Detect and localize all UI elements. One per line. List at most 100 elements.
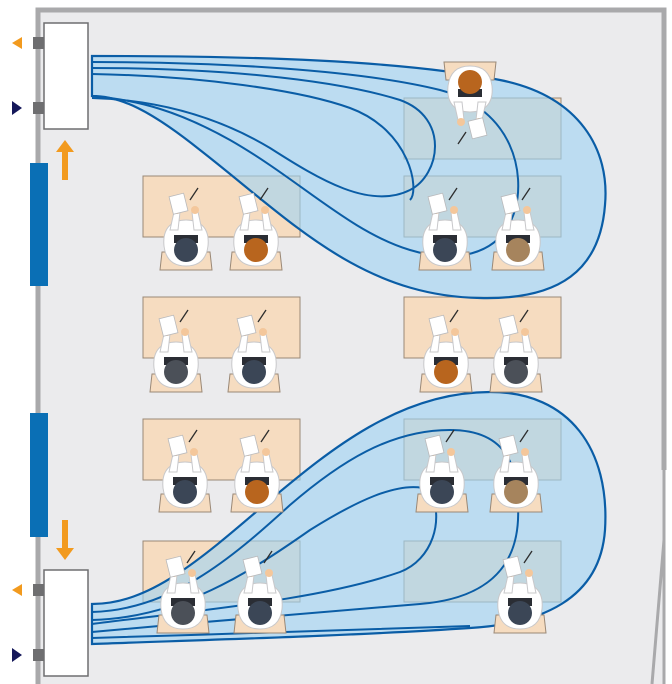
pen: [189, 187, 199, 201]
person-head: [173, 480, 197, 504]
hand: [525, 569, 533, 577]
paper: [467, 117, 488, 140]
pen: [449, 309, 459, 323]
paper: [167, 434, 188, 457]
paper: [239, 434, 260, 457]
window: [30, 163, 48, 286]
paper: [168, 192, 189, 215]
person-head: [245, 480, 269, 504]
pen: [445, 429, 455, 443]
student-r1-a: [159, 187, 213, 271]
hand: [450, 206, 458, 214]
person-head: [504, 480, 528, 504]
hand: [521, 328, 529, 336]
airflow-stream-line: [91, 67, 436, 198]
occupants: [149, 61, 547, 634]
pen: [263, 550, 273, 564]
paper: [424, 434, 445, 457]
unit-connector: [33, 37, 44, 49]
person-head: [458, 70, 482, 94]
paper: [498, 314, 519, 337]
pen: [519, 309, 529, 323]
airflow-direction-down-arrow: [56, 520, 74, 560]
hand: [447, 448, 455, 456]
person-head: [508, 601, 532, 625]
pen: [457, 131, 467, 145]
person-head: [248, 601, 272, 625]
paper: [427, 192, 448, 215]
pen: [521, 187, 531, 201]
airflow-stream-line: [91, 73, 415, 201]
pen: [523, 550, 533, 564]
student-r4-c: [493, 550, 547, 634]
pen: [519, 429, 529, 443]
inflow-arrow: [12, 101, 22, 115]
inflow-arrow: [12, 648, 22, 662]
direction-arrows: [56, 140, 74, 560]
student-desk: [403, 296, 562, 359]
paper: [158, 314, 179, 337]
student-r3-b: [230, 429, 284, 513]
paper: [238, 192, 259, 215]
pen: [259, 187, 269, 201]
hand: [451, 328, 459, 336]
person-head: [164, 360, 188, 384]
pen: [260, 429, 270, 443]
outflow-arrow: [12, 37, 22, 49]
hand: [521, 448, 529, 456]
outflow-arrow: [12, 584, 22, 596]
person-head: [504, 360, 528, 384]
hand: [181, 328, 189, 336]
airflow-stream-line: [91, 625, 471, 639]
unit-connector: [33, 649, 44, 661]
student-r4-a: [156, 550, 210, 634]
hand: [523, 206, 531, 214]
student-r3-d: [489, 429, 543, 513]
person-head: [506, 238, 530, 262]
door: [650, 470, 666, 684]
student-r4-b: [233, 550, 287, 634]
unit-connector: [33, 584, 44, 596]
ceiling-unit-bottom: [43, 569, 89, 677]
person-head: [171, 601, 195, 625]
student-r2-d: [489, 309, 543, 393]
hand: [190, 448, 198, 456]
person-head: [430, 480, 454, 504]
student-r2-a: [149, 309, 203, 393]
hand: [457, 118, 465, 126]
student-r2-b: [227, 309, 281, 393]
hand: [262, 448, 270, 456]
student-r3-c: [415, 429, 469, 513]
person-head: [433, 238, 457, 262]
pen: [257, 309, 267, 323]
airflow-direction-up-arrow: [56, 140, 74, 180]
paper: [500, 192, 521, 215]
paper: [502, 555, 523, 578]
student-r1-c: [418, 187, 472, 271]
person-head: [174, 238, 198, 262]
paper: [165, 555, 186, 578]
unit-connector: [33, 102, 44, 114]
pen: [188, 429, 198, 443]
student-r1-d: [491, 187, 545, 271]
hand: [188, 569, 196, 577]
paper: [428, 314, 449, 337]
hand: [265, 569, 273, 577]
pen: [448, 187, 458, 201]
paper: [242, 555, 263, 578]
airflow-stream-line: [91, 61, 520, 258]
paper: [498, 434, 519, 457]
student-r1-b: [229, 187, 283, 271]
classroom-wall: [35, 7, 667, 684]
ac-units: [12, 22, 89, 677]
paper: [236, 314, 257, 337]
pen: [186, 550, 196, 564]
person-head: [244, 238, 268, 262]
window: [30, 413, 48, 537]
teacher: [443, 61, 497, 145]
hand: [261, 206, 269, 214]
student-r2-c: [419, 309, 473, 393]
hand: [259, 328, 267, 336]
